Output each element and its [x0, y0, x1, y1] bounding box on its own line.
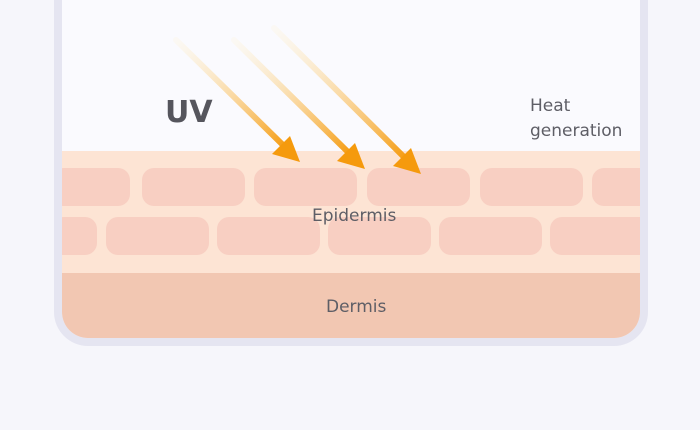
uv-ray-arrow-icon [173, 37, 300, 162]
epidermis-cell [592, 168, 640, 206]
epidermis-cell [62, 168, 130, 206]
epidermis-cell [480, 168, 583, 206]
heat-generation-label: Heat generation [530, 94, 622, 144]
epidermis-cell [254, 168, 357, 206]
uv-ray-arrow-icon [271, 25, 421, 174]
epidermis-label: Epidermis [312, 206, 397, 226]
epidermis-cell [217, 217, 320, 255]
epidermis-cell [62, 217, 97, 255]
skin-diagram-card [54, 0, 648, 346]
uv-rays [173, 25, 421, 174]
heat-label-line-2: generation [530, 121, 623, 141]
epidermis-cell [328, 217, 431, 255]
dermis-layer [62, 273, 640, 338]
heat-label-line-1: Heat [530, 96, 571, 116]
dermis-label: Dermis [326, 297, 387, 317]
epidermis-cells-row-2 [62, 217, 640, 255]
epidermis-cell [439, 217, 542, 255]
epidermis-cells-row-1 [62, 168, 640, 206]
epidermis-cell [142, 168, 245, 206]
epidermis-cell [106, 217, 209, 255]
uv-ray-arrow-icon [231, 37, 365, 169]
skin-layers-svg [62, 25, 640, 338]
epidermis-cell [550, 217, 640, 255]
uv-label: UV [165, 95, 213, 130]
epidermis-cell [367, 168, 470, 206]
